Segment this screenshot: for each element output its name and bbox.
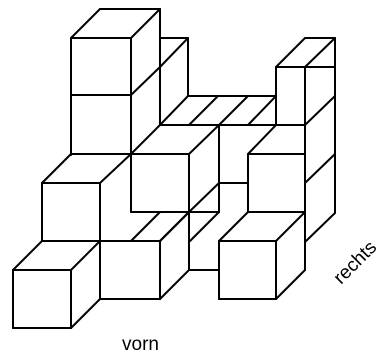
cube-edges bbox=[12, 8, 336, 329]
front-label: vorn bbox=[122, 334, 159, 355]
right-label: rechts bbox=[330, 237, 381, 288]
